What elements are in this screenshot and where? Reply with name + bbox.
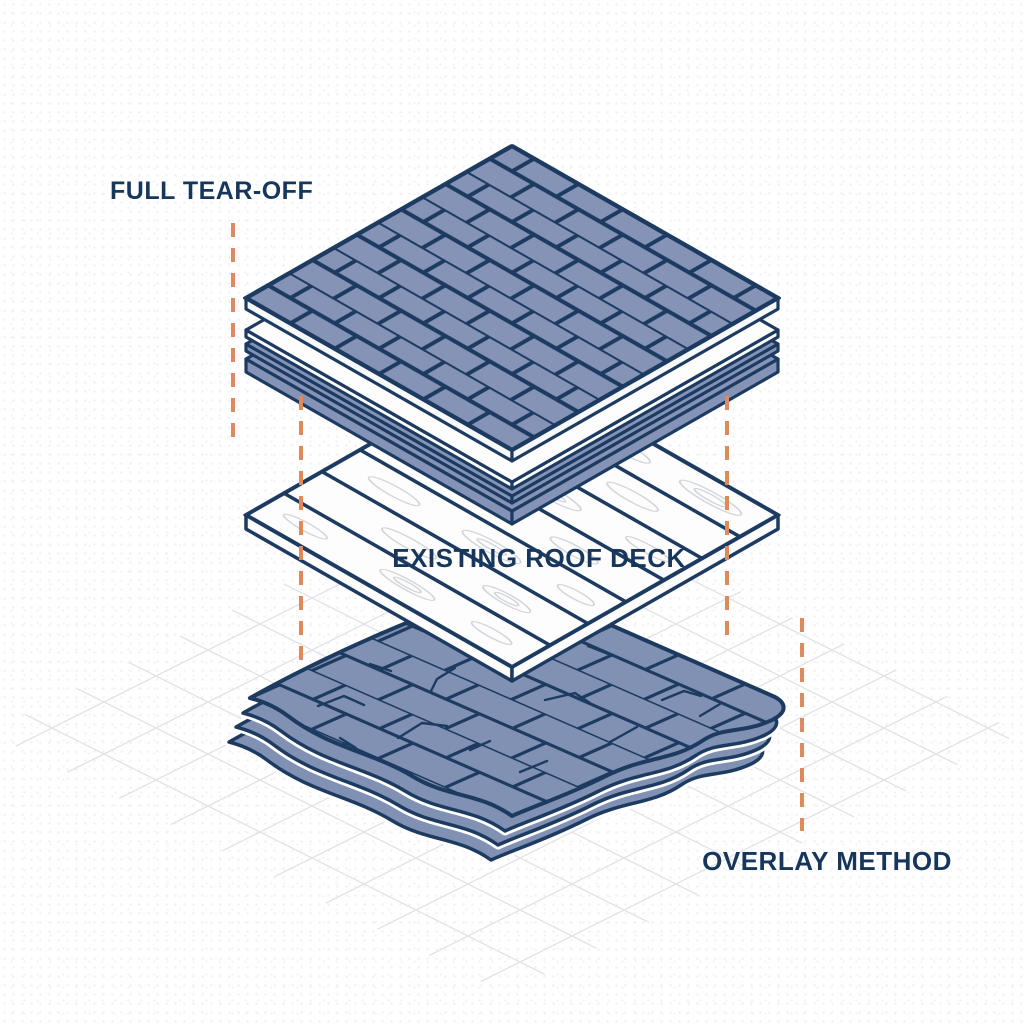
existing-roof-deck-label: EXISTING ROOF DECK [392,543,686,573]
shingle-cracks [316,644,722,774]
guide-lines [231,223,804,831]
new-shingle-layer [242,144,782,463]
shingle-top-face [242,144,782,452]
overlay-method-label: OVERLAY METHOD [702,846,952,876]
full-tear-off-label: FULL TEAR-OFF [110,177,313,205]
new-roof-stack [242,144,782,526]
old-roof-outline [248,580,786,818]
